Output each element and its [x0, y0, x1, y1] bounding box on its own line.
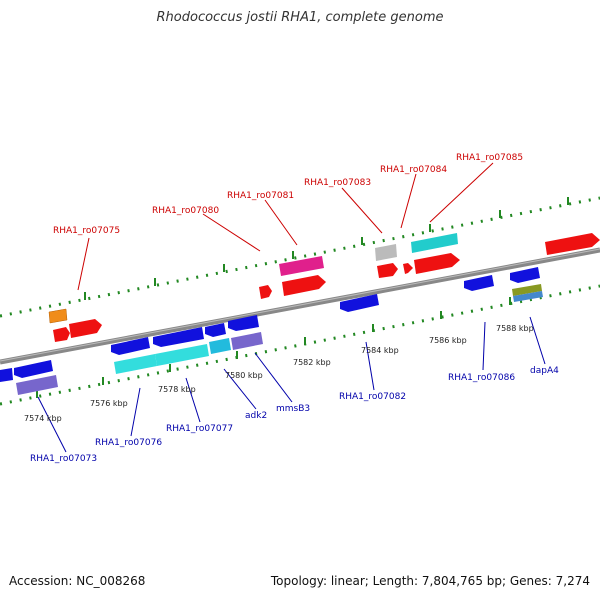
gene-label: RHA1_ro07076 [95, 438, 162, 448]
gene-ro07075b [69, 319, 102, 338]
gene-ro07073 [16, 375, 58, 395]
gene-ro07086 [464, 275, 494, 291]
gene-rev-1 [0, 368, 13, 382]
gene-ro07082 [340, 294, 379, 312]
gene-label: RHA1_ro07085 [456, 153, 523, 163]
gene-dapA4-blue [510, 267, 540, 283]
tick-label: 7586 kbp [429, 336, 467, 345]
gene-ro07085 [414, 253, 460, 274]
gene-ro07077 [155, 344, 209, 366]
tick-label: 7588 kbp [496, 324, 534, 333]
gene-label: RHA1_ro07082 [339, 392, 406, 402]
gene-rev-5 [205, 323, 226, 337]
gene-label: RHA1_ro07075 [53, 226, 120, 236]
gene-ro07081 [282, 275, 326, 296]
gene-label: RHA1_ro07081 [227, 191, 294, 201]
gene-ro07084-cyan [411, 233, 458, 253]
reverse-gene-labels: RHA1_ro07073 RHA1_ro07076 RHA1_ro07077 a… [30, 366, 559, 464]
gene-rev-2 [14, 360, 53, 378]
genome-backbone [0, 247, 600, 365]
gene-dapA4 [513, 291, 543, 302]
tick-label: 7582 kbp [293, 358, 331, 367]
gene-label: adk2 [245, 411, 267, 421]
topology-text: Topology: linear; Length: 7,804,765 bp; … [270, 574, 590, 588]
gene-dapA4-olive [512, 284, 542, 296]
gene-ro07083-grey [375, 244, 397, 261]
gene-label: RHA1_ro07084 [380, 165, 447, 175]
tick-label: 7584 kbp [361, 346, 399, 355]
gene-rev-6 [228, 315, 259, 331]
tick-label: 7576 kbp [90, 399, 128, 408]
forward-gene-labels: RHA1_ro07075 RHA1_ro07080 RHA1_ro07081 R… [53, 153, 523, 236]
gene-ro07076 [114, 354, 157, 374]
gene-rev-4 [153, 327, 204, 347]
gene-ro07085b [545, 233, 600, 255]
tick-rail-upper [0, 196, 600, 318]
major-ticks [36, 197, 569, 398]
gene-ro07080 [259, 285, 272, 299]
gene-ro07084 [403, 263, 413, 274]
gene-label: RHA1_ro07086 [448, 373, 515, 383]
tick-label: 7580 kbp [225, 371, 263, 380]
forward-features [48, 233, 600, 342]
gene-label: mmsB3 [276, 404, 310, 414]
callout-lines [37, 162, 546, 453]
gene-mmsB3 [231, 332, 263, 350]
gene-ro07075a [48, 308, 68, 324]
gene-label: RHA1_ro07073 [30, 454, 97, 464]
tick-label: 7578 kbp [158, 385, 196, 394]
accession-text: Accession: NC_008268 [9, 574, 146, 588]
tick-labels: 7574 kbp 7576 kbp 7578 kbp 7580 kbp 7582… [24, 324, 534, 423]
gene-label: RHA1_ro07080 [152, 206, 219, 216]
gene-label: dapA4 [530, 366, 559, 376]
gene-ro07081-misc [279, 256, 324, 276]
diagram-title: Rhodococcus jostii RHA1, complete genome [156, 10, 444, 25]
gene-label: RHA1_ro07077 [166, 424, 233, 434]
tick-label: 7574 kbp [24, 414, 62, 423]
gene-label: RHA1_ro07083 [304, 178, 371, 188]
gene-ro07075 [53, 327, 70, 342]
gene-ro07083 [377, 263, 398, 278]
tick-rail-lower [0, 284, 600, 406]
reverse-features [0, 267, 543, 395]
gene-rev-3 [111, 337, 150, 355]
gene-adk2 [209, 338, 231, 354]
